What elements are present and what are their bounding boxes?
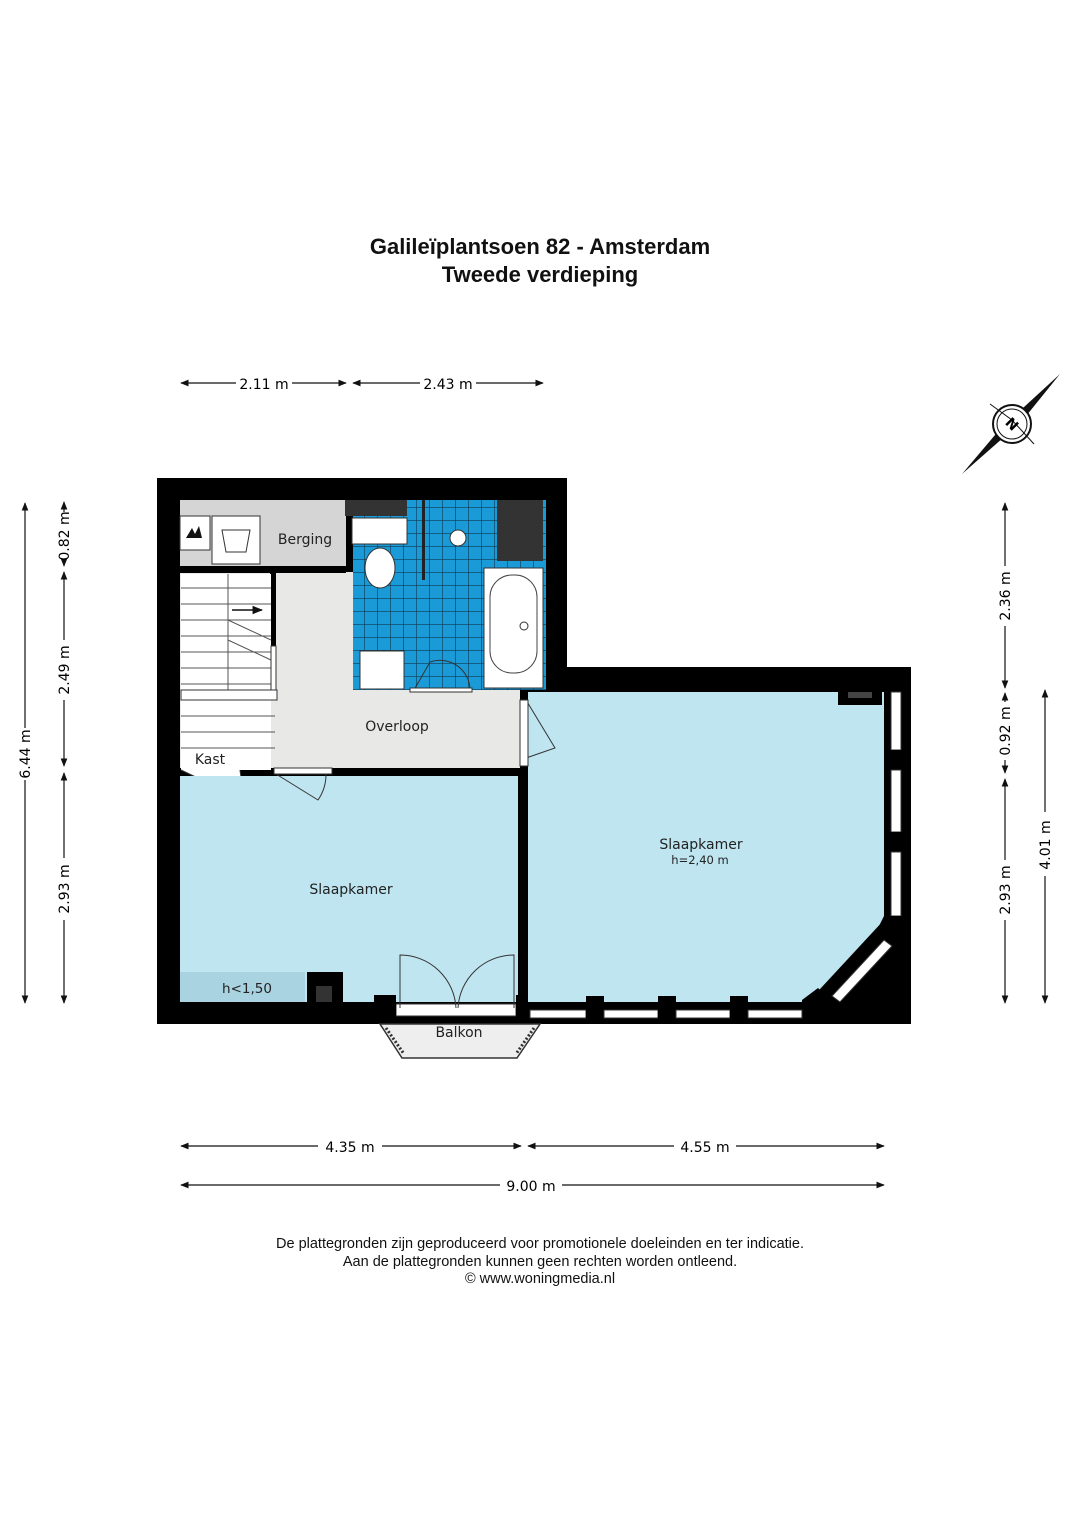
staircase [181,574,271,770]
footer-copyright: © www.woningmedia.nl [464,1271,616,1287]
bathtub-basin [489,574,538,674]
washing-machine [211,515,261,565]
left-bedroom-door-opening [273,767,333,775]
plan-subtitle: Tweede verdieping [441,262,639,287]
shower-head-icon [449,529,467,547]
dim-right-b: 0.92 m [998,706,1014,755]
bay-corner-wall-top [876,916,911,952]
overloop-partition [270,566,276,676]
dim-left-total: 6.44 m [18,729,34,778]
label-slaapkamer-right: Slaapkamer [659,837,743,853]
label-kast: Kast [195,752,226,768]
dim-bottom-total: 9.00 m [506,1179,555,1195]
dim-top-right: 2.43 m [423,377,472,393]
label-balkon: Balkon [435,1025,482,1041]
bathroom-door-swing [413,659,471,691]
bathroom-door-opening [409,687,473,693]
dim-left-a: 0.82 m [57,511,73,560]
boiler-unit [179,515,211,551]
shower-screen [422,500,425,580]
balkon-railing [384,1027,536,1055]
label-low-ceiling: h<1,50 [222,981,272,997]
sink-cabinet [359,650,405,690]
right-wall-windows [884,691,911,917]
radiator-inner [316,986,332,1002]
footer-disclaimer-line1: De plattegronden zijn geproduceerd voor … [276,1236,804,1252]
balcony-door-swing-right [457,954,515,1009]
berging-wall [180,566,346,573]
bathroom-window-wall [345,500,407,516]
bay-window [831,939,893,1003]
boiler-symbol-icon [186,526,202,538]
dimension-lines [21,379,1049,1189]
right-bedroom-door-swing [525,699,556,759]
room-slaapkamer-right [528,692,884,1002]
plan-title: Galileïplantsoen 82 - Amsterdam [369,234,711,259]
compass-icon: N [962,374,1060,474]
balcony-pillar-right [516,995,530,1024]
bottom-wall-windows [529,996,803,1024]
right-bedroom-radiator-inner [848,692,872,698]
toilet-icon [364,547,396,589]
right-bedroom-door-opening [519,699,529,767]
label-berging: Berging [278,532,332,548]
toilet-cistern [351,517,408,545]
dim-bottom-left: 4.35 m [325,1140,374,1156]
room-slaapkamer-left [180,776,518,1002]
balcony-door-swing-left [399,954,457,1009]
label-slaapkamer-left: Slaapkamer [309,882,393,898]
left-bedroom-door-swing [275,773,327,801]
dim-left-c: 2.93 m [57,864,73,913]
label-ceiling-height-right: h=2,40 m [671,853,728,867]
dim-right-c: 2.93 m [998,865,1014,914]
dim-bottom-right: 4.55 m [680,1140,729,1156]
dim-right-a: 2.36 m [998,571,1014,620]
balcony-pillar-left [374,995,396,1024]
washing-machine-detail [221,529,251,553]
stair-landing-wall [180,689,278,701]
bathroom-storage-cabinet [497,500,543,561]
dim-top-left: 2.11 m [239,377,288,393]
footer-disclaimer-line2: Aan de plattegronden kunnen geen rechten… [342,1254,738,1270]
stair-rail [270,645,277,691]
dim-right-total: 4.01 m [1038,820,1054,869]
dim-left-b: 2.49 m [57,645,73,694]
bathtub-tap-icon [519,621,529,631]
label-overloop: Overloop [365,719,429,735]
bay-corner-wall-bottom [802,988,840,1024]
low-ceiling-zone [180,972,305,1002]
balkon [378,1023,542,1059]
